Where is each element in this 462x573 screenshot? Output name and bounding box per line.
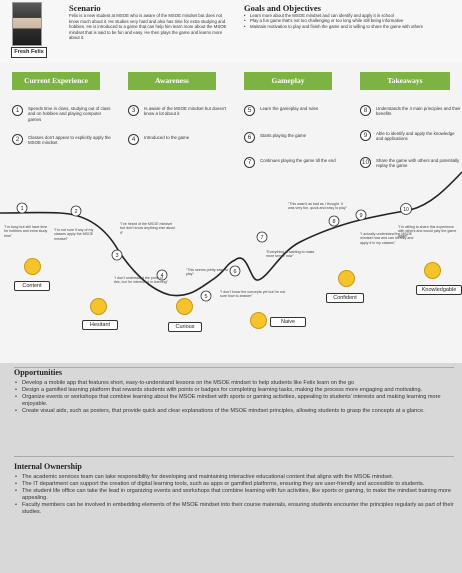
- goals-title: Goals and Objectives: [244, 3, 321, 13]
- curve-point-10: 10: [400, 203, 412, 215]
- opportunities-list: Develop a mobile app that features short…: [14, 380, 454, 415]
- curve-point-1: 1: [16, 202, 28, 214]
- step-text: Share the game with others and potential…: [376, 158, 460, 169]
- step-text: Able to identify and apply the knowledge…: [376, 131, 455, 142]
- step-text: Continues playing the game till the end: [260, 158, 336, 163]
- emotion-confident: Confident: [326, 293, 364, 303]
- scenario-title: Scenario: [69, 3, 101, 13]
- step-number: 6: [244, 132, 255, 143]
- step-text: Learn the gameplay and rules: [260, 106, 319, 111]
- stage-gameplay: Gameplay: [244, 72, 332, 90]
- ownership-item: Faculty members can be involved in embed…: [14, 502, 454, 516]
- opportunities-section: Opportunities Develop a mobile app that …: [14, 368, 454, 415]
- journey-quote-4: "I don't understand the point of this, b…: [114, 276, 168, 285]
- persona-header: Fresh Felix Scenario Felix is a new stud…: [0, 0, 462, 63]
- curve-point-label: 5: [204, 294, 207, 300]
- step-text: Is aware of the MSOE mindset but doesn't…: [144, 106, 227, 117]
- emotion-line: [0, 171, 462, 297]
- step-number: 8: [360, 105, 371, 116]
- ownership-section: Internal Ownership The academic services…: [14, 462, 454, 516]
- emotion-content: Content: [14, 281, 50, 291]
- journey-quote-6: "I don't know the concepts yet but I'm n…: [220, 290, 286, 299]
- journey-quote-3: "I've heard of the MSOE mindset but don'…: [120, 222, 176, 235]
- curve-point-label: 3: [115, 253, 118, 259]
- curve-point-8: 8: [328, 215, 340, 227]
- step-text: Understands the 4 main principles and th…: [376, 106, 461, 117]
- hesitant-face-icon: [90, 298, 107, 315]
- naive-face-icon: [250, 312, 267, 329]
- emotion-hesitant: Hesitant: [82, 320, 118, 330]
- step-number: 10: [360, 157, 371, 168]
- stage-awareness: Awareness: [128, 72, 216, 90]
- ownership-item: The academic services team can take resp…: [14, 474, 454, 481]
- curve-point-7: 7: [256, 231, 268, 243]
- goal-item: Learn more about the MSOE mindset and ca…: [244, 13, 456, 19]
- divider: [14, 367, 454, 368]
- step-text: Spends time in class, studying out of cl…: [28, 106, 111, 122]
- curve-point-label: 2: [74, 209, 77, 215]
- curve-point-label: 10: [403, 207, 409, 213]
- scenario-text: Felix is a new student at MSOE who is aw…: [69, 13, 227, 41]
- curve-point-label: 9: [359, 213, 362, 219]
- persona-name: Fresh Felix: [11, 47, 47, 58]
- step-number: 5: [244, 105, 255, 116]
- curve-point-label: 1: [20, 206, 23, 212]
- opportunity-item: Create visual aids, such as posters, tha…: [14, 408, 454, 415]
- emotion-naive: Naive: [270, 317, 306, 327]
- goal-item: Play a fun game that's not too challengi…: [244, 18, 456, 24]
- journey-quote-10: "I'm willing to share this experience wi…: [398, 225, 457, 238]
- ownership-item: The student life office can take the lea…: [14, 488, 454, 502]
- journey-quote-5: "This seems pretty easy to play": [186, 268, 229, 277]
- step-text: Classes don't appear to explicitly apply…: [28, 135, 111, 146]
- journey-quote-2: "I'm not sure if any of my classes apply…: [54, 228, 94, 241]
- curve-point-6: 6: [229, 265, 241, 277]
- curve-point-5: 5: [200, 290, 212, 302]
- step-number: 1: [12, 105, 23, 116]
- curve-point-2: 2: [70, 205, 82, 217]
- journey-quote-7: "Everything is starting to make more sen…: [266, 250, 315, 259]
- persona-photo: [12, 2, 42, 46]
- knowledgable-face-icon: [424, 262, 441, 279]
- emotion-curious: Curious: [168, 322, 202, 332]
- goals-list: Learn more about the MSOE mindset and ca…: [244, 13, 456, 30]
- opportunity-item: Organize events or workshops that combin…: [14, 394, 454, 408]
- ownership-title: Internal Ownership: [14, 462, 82, 471]
- curve-point-3: 3: [111, 249, 123, 261]
- curve-point-label: 4: [160, 273, 163, 279]
- emotion-curve: 1 2 3 4 5 6 7 8 9 10: [0, 171, 462, 302]
- opportunity-item: Design a gamified learning platform that…: [14, 387, 454, 394]
- curve-point-4: 4: [156, 269, 168, 281]
- stage-current-experience: Current Experience: [12, 72, 100, 90]
- step-number: 7: [244, 157, 255, 168]
- curve-point-label: 8: [332, 219, 335, 225]
- divider: [14, 456, 454, 457]
- curve-point-label: 6: [233, 269, 236, 275]
- curve-point-label: 7: [260, 235, 263, 241]
- step-number: 4: [128, 134, 139, 145]
- step-number: 9: [360, 130, 371, 141]
- opportunities-title: Opportunities: [14, 368, 63, 377]
- goal-item: Maintain motivation to play and finish t…: [244, 24, 456, 30]
- step-number: 3: [128, 105, 139, 116]
- curious-face-icon: [176, 298, 193, 315]
- step-text: Introduced to the game: [144, 135, 190, 140]
- ownership-list: The academic services team can take resp…: [14, 474, 454, 516]
- curve-point-9: 9: [355, 209, 367, 221]
- ownership-item: The IT department can support the creati…: [14, 481, 454, 488]
- journey-quote-9: "I actually understand the MSOE mindset …: [360, 232, 414, 245]
- step-text: Starts playing the game: [260, 133, 307, 138]
- journey-quote-1: "I'm busy but still have time for hobbie…: [4, 225, 48, 238]
- step-number: 2: [12, 134, 23, 145]
- content-face-icon: [24, 258, 41, 275]
- opportunity-item: Develop a mobile app that features short…: [14, 380, 454, 387]
- emotion-knowledgable: Knowledgable: [416, 285, 462, 295]
- journey-quote-8: "This wasn't as bad as I thought. It was…: [288, 202, 348, 211]
- confident-face-icon: [338, 270, 355, 287]
- stage-takeaways: Takeaways: [360, 72, 450, 90]
